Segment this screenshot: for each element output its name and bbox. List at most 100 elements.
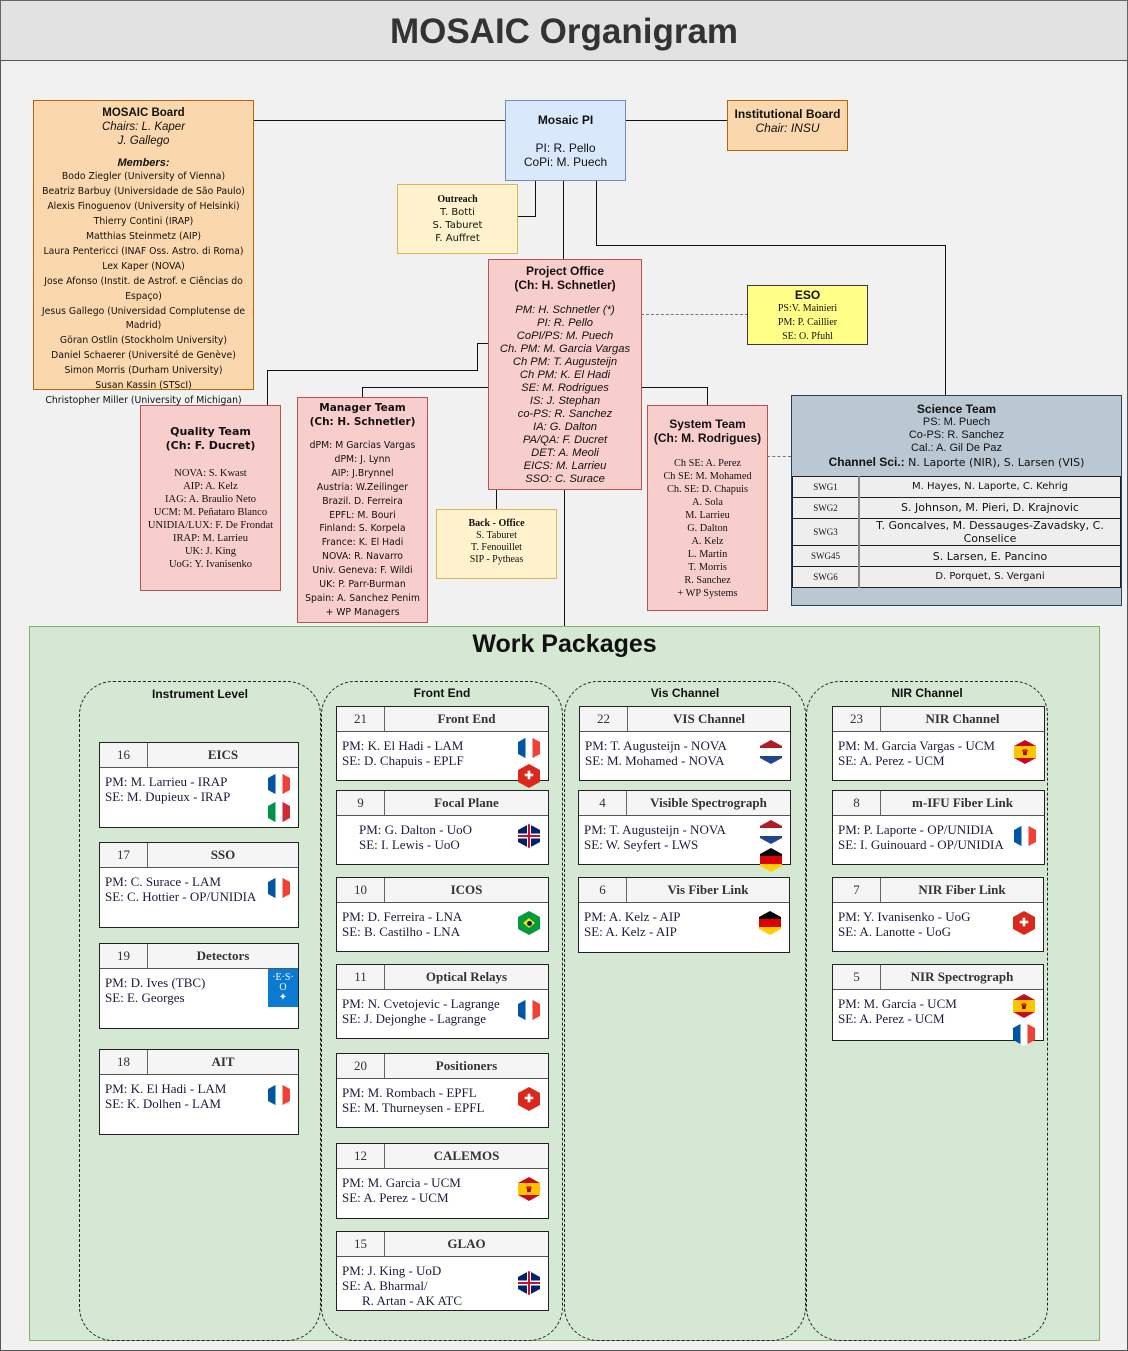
work-package-number: 7 <box>833 878 881 902</box>
quality-team-member: AIP: A. Kelz <box>183 481 238 492</box>
project-office-member: EICS: M. Larrieu <box>523 460 607 472</box>
work-package-pm: PM: C. Surace - LAM <box>105 874 221 889</box>
system-team-member: A. Kelz <box>691 536 724 547</box>
project-office-member: PA/QA: F. Ducret <box>522 434 608 446</box>
connector-pi-po <box>563 180 565 260</box>
quality-team-member: IAG: A. Braulio Neto <box>165 494 256 505</box>
country-flags <box>268 876 290 900</box>
system-team-member: Ch SE: A. Perez <box>674 458 741 469</box>
eso-member: PM: P. Caillier <box>777 317 838 328</box>
quality-team-subtitle: (Ch: F. Ducret) <box>165 439 256 452</box>
work-package-se: SE: I. Guinouard - OP/UNIDIA <box>838 837 1004 852</box>
switzerland-flag-icon: ✚ <box>518 1087 540 1111</box>
work-package-number: 8 <box>833 791 881 815</box>
work-package-name: GLAO <box>447 1236 486 1251</box>
quality-team-member: UNIDIA/LUX: F. De Frondat <box>147 520 274 531</box>
connector-pi-science-h <box>596 245 946 247</box>
swg-members: S. Larsen, E. Pancino <box>858 545 1121 568</box>
country-flags <box>759 911 781 935</box>
manager-team-member: dPM: J. Lynn <box>334 453 391 465</box>
manager-team-member: Finland: S. Korpela <box>319 523 406 535</box>
work-package-se: SE: M. Mohamed - NOVA <box>585 753 725 768</box>
work-package-number: 21 <box>337 707 385 731</box>
swg-name: SWG6 <box>792 566 860 589</box>
board-members-list: Bodo Ziegler (University of Vienna)Beatr… <box>34 170 253 409</box>
system-team-member: G. Dalton <box>687 523 728 534</box>
connector-po-system-v <box>707 387 709 406</box>
work-package-name: Front End <box>437 711 496 726</box>
work-package-se: SE: A. Perez - UCM <box>838 1011 945 1026</box>
board-member: Jesus Gallego (Universidad Complutense d… <box>41 305 246 332</box>
spain-flag-icon: ♛ <box>518 1177 540 1201</box>
system-team-member: M. Larrieu <box>685 510 730 521</box>
country-flags <box>268 772 290 824</box>
netherlands-flag-icon <box>760 820 782 844</box>
project-office-member: IS: J. Stephan <box>529 395 601 407</box>
board-member: Lex Kaper (NOVA) <box>102 260 185 272</box>
board-member: Alexis Finoguenov (University of Helsink… <box>47 201 240 213</box>
switzerland-flag-icon: ✚ <box>518 764 540 788</box>
channel-sci-value: N. Laporte (NIR), S. Larsen (VIS) <box>904 456 1085 469</box>
country-flags <box>518 998 540 1022</box>
project-office-title: Project Office <box>525 264 605 278</box>
work-package-number: 10 <box>337 878 385 902</box>
country-flags <box>518 911 540 935</box>
work-package-name: CALEMOS <box>433 1148 500 1163</box>
manager-team-member: Univ. Geneva: F. Wildi <box>312 565 413 577</box>
country-flags: ♛ <box>1014 740 1036 764</box>
work-package-pm: PM: J. King - UoD <box>342 1263 442 1278</box>
project-office-member: PM: H. Schnetler (*) <box>515 304 615 316</box>
country-flags: ♛ <box>1013 994 1035 1046</box>
outreach-member: F. Auffret <box>435 233 480 244</box>
work-package-name: Optical Relays <box>425 969 508 984</box>
germany-flag-icon <box>760 848 782 872</box>
board-chair: Chairs: L. Kaper <box>101 120 186 133</box>
board-member: Matthias Steinmetz (AIP) <box>86 231 201 243</box>
group-front-end <box>321 681 563 1341</box>
work-package-pm: PM: P. Laporte - OP/UNIDIA <box>838 822 994 837</box>
system-team-title: System Team <box>669 417 746 431</box>
connector-pi-science-v <box>596 180 598 245</box>
france-flag-icon <box>1013 1022 1035 1046</box>
work-package-pm: PM: K. El Hadi - LAM <box>342 738 464 753</box>
work-package-name: NIR Fiber Link <box>918 882 1006 897</box>
work-package-pm: PM: M. Larrieu - IRAP <box>105 774 228 789</box>
system-team-member: Ch. SE: D. Chapuis <box>667 484 748 495</box>
manager-team-member: Austria: W.Zeilinger <box>316 481 409 493</box>
work-package-pm: PM: D. Ferreira - LNA <box>342 909 463 924</box>
eso-title: ESO <box>794 288 821 302</box>
page-title: MOSAIC Organigram <box>0 0 1128 61</box>
board-title: MOSAIC Board <box>102 107 185 119</box>
work-package-pm: PM: M. Rombach - EPFL <box>342 1085 477 1100</box>
connector-po-quality-b <box>477 343 479 370</box>
work-package-number: 17 <box>100 843 148 867</box>
group-title: NIR Channel <box>891 686 963 700</box>
work-package-pm: PM: G. Dalton - UoO <box>359 822 473 837</box>
quality-team-box: Quality Team (Ch: F. Ducret) NOVA: S. Kw… <box>140 405 281 591</box>
science-team-line: Co-PS: R. Sanchez <box>908 429 1005 441</box>
country-flags <box>268 1083 290 1107</box>
swg-name: SWG3 <box>792 517 860 547</box>
group-title: Vis Channel <box>650 686 720 700</box>
manager-team-member: + WP Managers <box>325 606 400 618</box>
group-instrument-level <box>79 681 321 1341</box>
board-member: Christopher Miller (University of Michig… <box>45 394 242 406</box>
outreach-box: Outreach T. Botti S. Taburet F. Auffret <box>397 184 518 254</box>
board-members-label: Members: <box>117 157 170 170</box>
work-package-pm: PM: M. Garcia - UCM <box>342 1175 461 1190</box>
